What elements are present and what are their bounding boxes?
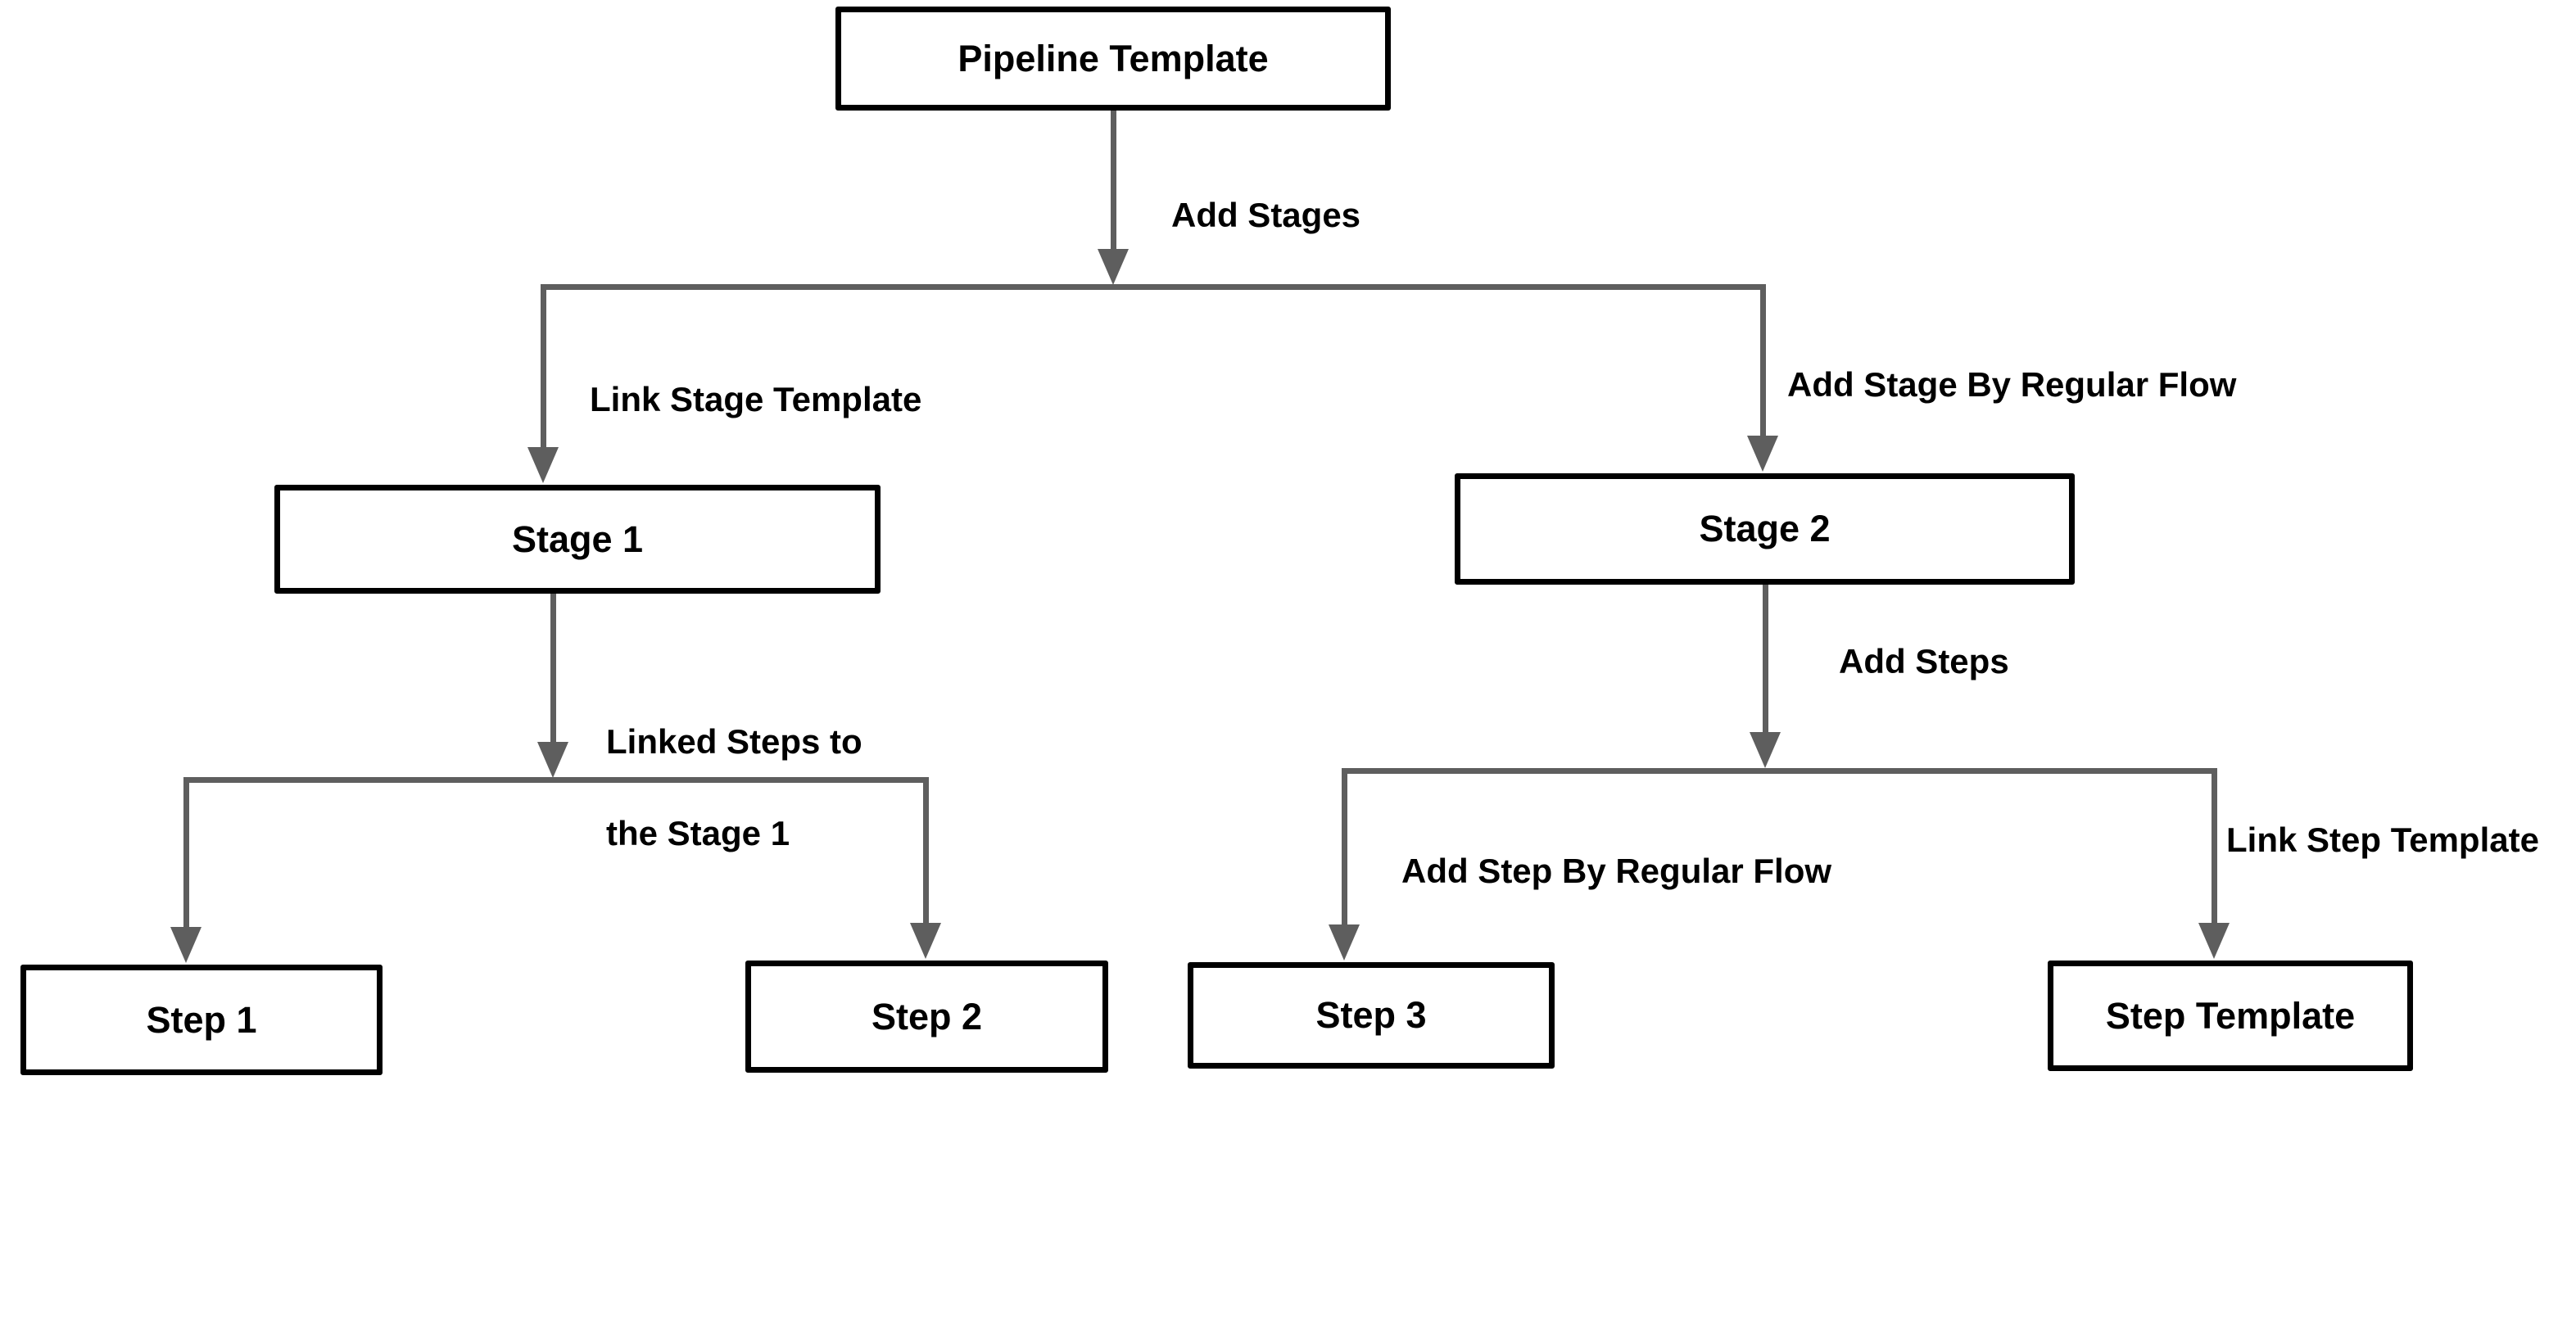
node-label: Stage 1 xyxy=(511,518,644,560)
arrowhead-down-icon xyxy=(170,927,201,963)
edge-label-line: the Stage 1 xyxy=(606,814,790,852)
connector-split-stages xyxy=(543,284,1763,290)
node-stage-1: Stage 1 xyxy=(274,485,881,594)
connector-to-step1 xyxy=(183,777,189,927)
node-label: Step Template xyxy=(2105,994,2356,1037)
arrowhead-down-icon xyxy=(910,923,941,959)
node-step-3: Step 3 xyxy=(1188,962,1555,1069)
node-label: Stage 2 xyxy=(1699,508,1831,549)
arrowhead-down-icon xyxy=(1750,732,1781,768)
connector-split-steps-right xyxy=(1344,768,2214,774)
connector-to-step3 xyxy=(1342,768,1347,924)
connector-to-stage1 xyxy=(541,284,546,447)
node-step-1: Step 1 xyxy=(20,965,383,1075)
edge-label-add-stages: Add Stages xyxy=(1171,196,1361,234)
node-pipeline-template: Pipeline Template xyxy=(835,7,1391,111)
edge-label-add-steps: Add Steps xyxy=(1839,642,2009,680)
connector-pipeline-to-split xyxy=(1111,111,1116,249)
edge-label-add-stage-by-regular-flow: Add Stage By Regular Flow xyxy=(1787,365,2237,404)
node-step-template: Step Template xyxy=(2048,961,2413,1071)
node-label: Pipeline Template xyxy=(958,37,1269,79)
node-step-2: Step 2 xyxy=(745,961,1108,1073)
connector-to-step-template xyxy=(2212,768,2217,923)
connector-stage1-to-split xyxy=(550,591,556,742)
node-label: Step 2 xyxy=(871,995,983,1037)
edge-label-linked-steps-to-stage1: Linked Steps to the Stage 1 xyxy=(606,673,862,857)
arrowhead-down-icon xyxy=(2198,923,2230,959)
node-label: Step 1 xyxy=(146,998,257,1041)
connector-to-step2 xyxy=(923,777,929,923)
connector-split-steps-left xyxy=(186,777,926,783)
edge-label-line: Linked Steps to xyxy=(606,722,862,761)
node-label: Step 3 xyxy=(1315,994,1427,1036)
arrowhead-down-icon xyxy=(1098,249,1129,285)
connector-stage2-to-split xyxy=(1763,582,1768,732)
edge-label-add-step-by-regular-flow: Add Step By Regular Flow xyxy=(1401,852,1832,890)
connector-to-stage2 xyxy=(1760,284,1766,436)
edge-label-link-stage-template: Link Stage Template xyxy=(590,380,922,418)
arrowhead-down-icon xyxy=(1329,924,1360,961)
arrowhead-down-icon xyxy=(527,447,559,483)
edge-label-link-step-template: Link Step Template xyxy=(2226,820,2539,859)
arrowhead-down-icon xyxy=(1747,436,1778,472)
node-stage-2: Stage 2 xyxy=(1455,473,2075,585)
arrowhead-down-icon xyxy=(537,742,568,778)
